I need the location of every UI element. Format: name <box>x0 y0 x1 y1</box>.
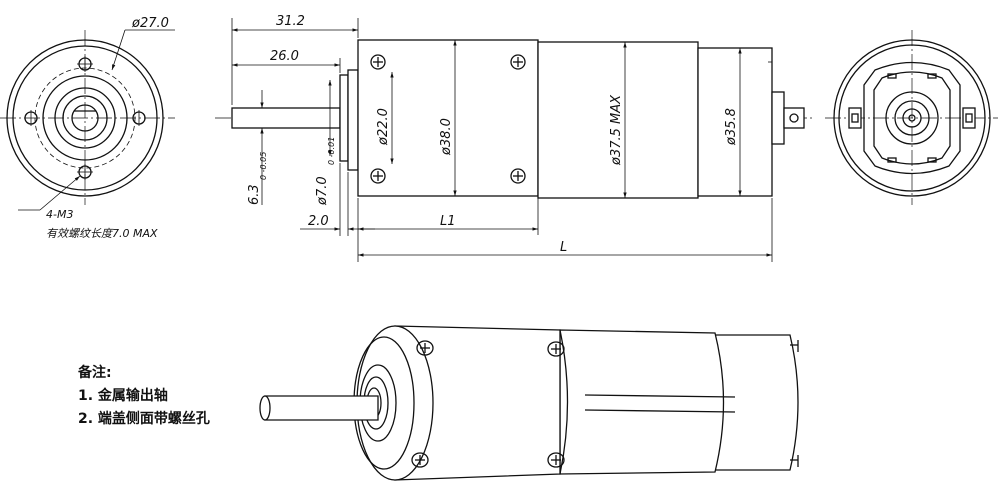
note-item-2: 2. 端盖侧面带螺丝孔 <box>78 411 210 427</box>
iso-screw-icon-4 <box>547 452 565 468</box>
mounting-hole-top <box>77 56 93 72</box>
dim-flange: 2.0 <box>308 214 329 229</box>
dim-boss-dia: ø7.0 <box>315 176 330 206</box>
dim-gearbox-dia: ø38.0 <box>439 118 454 156</box>
mounting-hole-bottom <box>77 164 93 180</box>
iso-screw-icon-2 <box>547 341 565 357</box>
notes-title: 备注: <box>78 365 112 381</box>
hole-callout: 4-M3 <box>46 208 74 221</box>
dim-shaft-dia-tol: 0 -0.05 <box>259 152 268 180</box>
output-shaft <box>231 107 341 129</box>
mounting-hole-left <box>24 110 38 126</box>
thread-note: 有效螺纹长度7.0 MAX <box>46 227 158 240</box>
screw-icon-2 <box>510 54 526 70</box>
dim-pilot-dia: ø22.0 <box>376 108 391 146</box>
front-view <box>0 29 175 211</box>
iso-screw-icon-3 <box>411 452 429 468</box>
motor-end-cap <box>697 47 773 197</box>
dim-overall-shaft: 31.2 <box>276 14 305 29</box>
isometric-view <box>259 325 799 481</box>
note-item-1: 1. 金属输出轴 <box>78 388 168 404</box>
gearbox-body <box>357 39 539 197</box>
motor-body <box>537 41 699 199</box>
screw-icon-1 <box>370 54 386 70</box>
mounting-hole-right <box>132 110 146 126</box>
dim-boss-dia-tol: 0 -0.01 <box>327 137 336 165</box>
dim-pcd: ø27.0 <box>131 16 169 31</box>
dim-shaft: 26.0 <box>270 49 299 64</box>
terminal-right <box>962 107 976 129</box>
screw-icon-3 <box>370 168 386 184</box>
screw-icon-4 <box>510 168 526 184</box>
dim-motor-dia: ø37.5 MAX <box>609 94 624 166</box>
dim-shaft-dia: 6.3 <box>247 184 262 205</box>
dim-l: L <box>560 240 567 255</box>
dim-l1: L1 <box>440 214 456 229</box>
terminal-left <box>848 107 862 129</box>
dim-motor-end-dia: ø35.8 <box>724 108 739 146</box>
side-view <box>215 18 815 262</box>
rear-view <box>825 30 998 205</box>
iso-screw-icon-1 <box>416 340 434 356</box>
